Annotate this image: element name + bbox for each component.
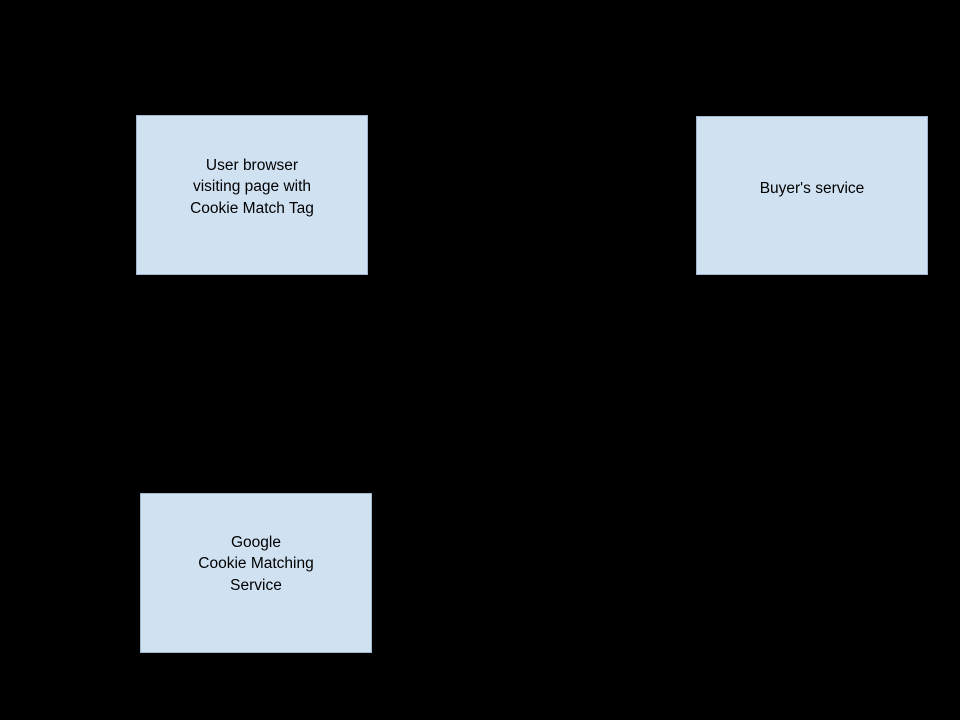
node-google-cookie-matching-service[interactable]: Google Cookie Matching Service: [140, 493, 372, 653]
node-buyers-service-label: Buyer's service: [759, 179, 865, 197]
node-user-browser-label: User browser visiting page with Cookie M…: [190, 156, 314, 217]
node-google-cookie-matching-service-label: Google Cookie Matching Service: [198, 533, 314, 594]
node-user-browser[interactable]: User browser visiting page with Cookie M…: [136, 115, 368, 275]
node-buyers-service[interactable]: Buyer's service: [696, 116, 928, 275]
